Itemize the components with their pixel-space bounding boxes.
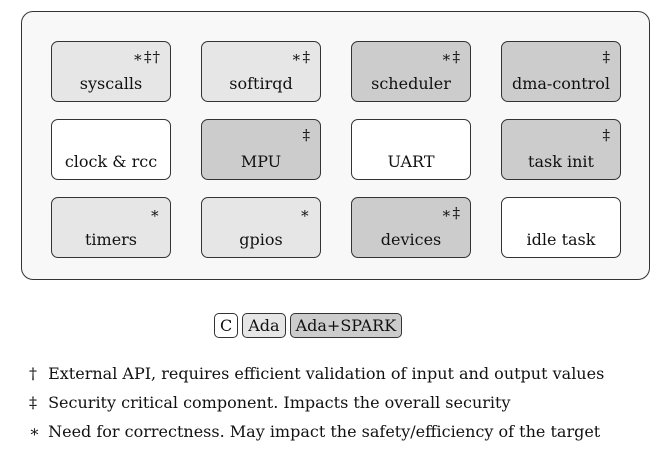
component-marks: ‡: [302, 126, 311, 144]
component-marks: ∗: [149, 204, 161, 222]
component-mpu: ‡ MPU: [201, 119, 321, 180]
legend-chip-c: C: [214, 313, 239, 338]
component-marks: ‡: [602, 126, 611, 144]
component-label: idle task: [526, 230, 596, 249]
footnote-text: Need for correctness. May impact the saf…: [48, 422, 601, 441]
footnotes: † External API, requires efficient valid…: [29, 359, 604, 446]
footnote-text: Security critical component. Impacts the…: [48, 393, 511, 412]
component-task-init: ‡ task init: [501, 119, 621, 180]
component-marks: ∗‡: [441, 204, 461, 222]
component-marks: ∗‡: [441, 48, 461, 66]
footnote-security-critical: ‡ Security critical component. Impacts t…: [29, 388, 604, 417]
component-label: timers: [84, 230, 138, 249]
footnote-symbol: †: [29, 364, 37, 383]
language-legend: C Ada Ada+SPARK: [214, 313, 403, 338]
component-uart: UART: [351, 119, 471, 180]
component-idle-task: idle task: [501, 197, 621, 258]
component-label: syscalls: [79, 74, 143, 93]
component-marks: ∗‡†: [132, 48, 161, 66]
legend-chip-ada-spark: Ada+SPARK: [289, 313, 403, 338]
component-marks: ‡: [602, 48, 611, 66]
component-scheduler: ∗‡ scheduler: [351, 41, 471, 102]
component-label: devices: [380, 230, 442, 249]
component-label: task init: [528, 152, 594, 171]
component-marks: ∗‡: [291, 48, 311, 66]
footnote-symbol: ‡: [29, 393, 37, 412]
component-clock-rcc: clock & rcc: [51, 119, 171, 180]
footnote-symbol: ∗: [29, 422, 40, 441]
component-softirqd: ∗‡ softirqd: [201, 41, 321, 102]
component-label: UART: [387, 152, 435, 171]
legend-chip-ada: Ada: [242, 313, 286, 338]
component-gpios: ∗ gpios: [201, 197, 321, 258]
components-grid: ∗‡†syscalls ∗‡softirqd ∗‡scheduler ‡dma-…: [51, 41, 621, 258]
component-timers: ∗ timers: [51, 197, 171, 258]
component-label: scheduler: [371, 74, 451, 93]
footnote-correctness: ∗ Need for correctness. May impact the s…: [29, 417, 604, 446]
component-devices: ∗‡ devices: [351, 197, 471, 258]
component-marks: ∗: [299, 204, 311, 222]
component-label: dma-control: [511, 74, 611, 93]
component-dma-control: ‡ dma-control: [501, 41, 621, 102]
component-syscalls: ∗‡† syscalls: [51, 41, 171, 102]
component-label: MPU: [240, 152, 282, 171]
component-label: clock & rcc: [64, 152, 158, 171]
component-label: gpios: [239, 230, 283, 249]
footnote-external-api: † External API, requires efficient valid…: [29, 359, 604, 388]
footnote-text: External API, requires efficient validat…: [48, 364, 605, 383]
component-label: softirqd: [229, 74, 293, 93]
